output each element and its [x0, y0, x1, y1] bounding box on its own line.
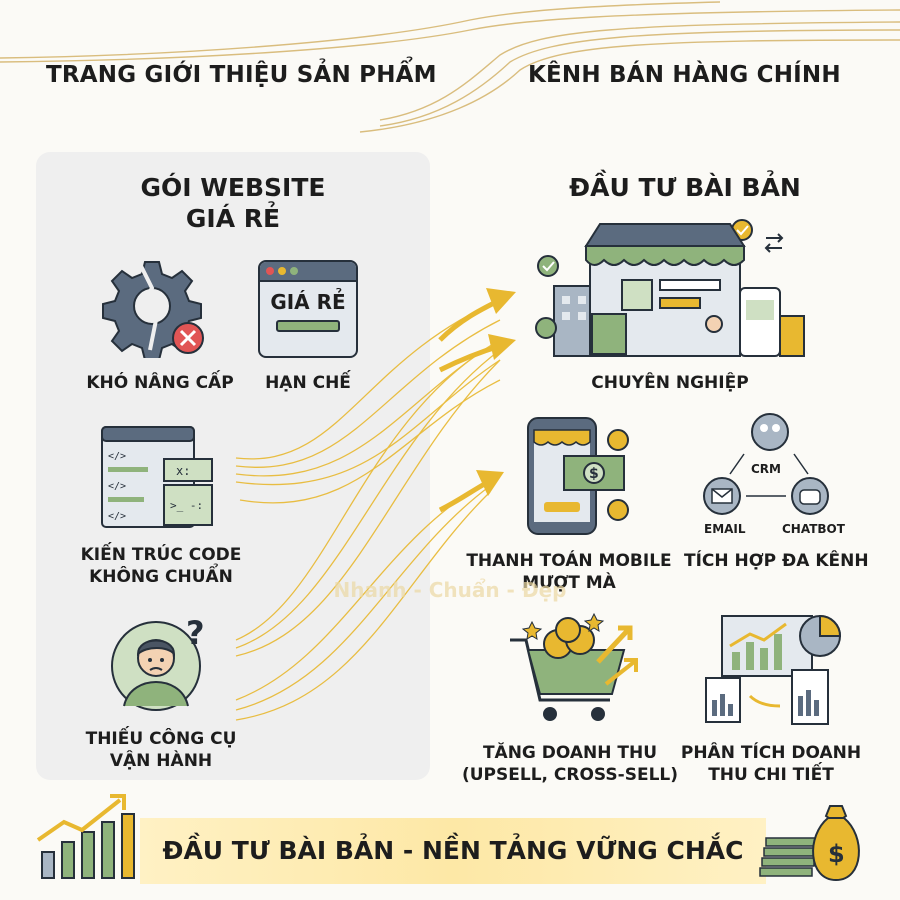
- svg-text:</>: </>: [108, 451, 126, 462]
- svg-text:</>: </>: [108, 511, 126, 522]
- header-right-title: KÊNH BÁN HÀNG CHÍNH: [528, 62, 841, 88]
- label-phan-tich-line2: THU CHI TIẾT: [708, 765, 834, 785]
- confused-person-icon: ?: [111, 614, 205, 711]
- broken-gear-icon: [102, 261, 204, 358]
- svg-text:$: $: [589, 466, 599, 482]
- node-crm: CRM: [751, 462, 781, 476]
- label-kien-truc-code-line1: KIẾN TRÚC CODE: [80, 545, 242, 565]
- node-email: EMAIL: [704, 522, 746, 536]
- label-phan-tich-doanh-thu: PHÂN TÍCH DOANH THU CHI TIẾT: [676, 742, 866, 786]
- label-thanh-toan-mobile: THANH TOÁN MOBILE MƯỢT MÀ: [464, 550, 674, 594]
- cheap-website-title-line2: GIÁ RẺ: [185, 204, 281, 233]
- mobile-payment-icon: $: [527, 417, 629, 535]
- svg-text:x:: x:: [176, 464, 190, 478]
- label-kien-truc-code: KIẾN TRÚC CODE KHÔNG CHUẨN: [56, 544, 266, 588]
- label-thanh-toan-line2: MƯỢT MÀ: [522, 573, 616, 593]
- label-kien-truc-code-line2: KHÔNG CHUẨN: [89, 567, 233, 587]
- svg-text:?: ?: [186, 614, 205, 652]
- money-bag-icon: $: [759, 805, 860, 882]
- header-swirl-decoration: [0, 1, 900, 133]
- svg-text:>_ -:: >_ -:: [170, 499, 203, 512]
- svg-text:$: $: [828, 840, 845, 868]
- cheap-browser-icon: GIÁ RẺ: [258, 260, 358, 358]
- label-thanh-toan-line1: THANH TOÁN MOBILE: [466, 551, 672, 571]
- code-window-icon: </> </> </> x: >_ -:: [101, 426, 213, 528]
- cheap-website-title-line1: GÓI WEBSITE: [140, 173, 326, 202]
- bottom-banner-text: ĐẦU TƯ BÀI BẢN - NỀN TẢNG VỮNG CHẮC: [162, 836, 744, 865]
- label-han-che: HẠN CHẾ: [265, 373, 351, 393]
- shopping-cart-icon: [510, 612, 638, 721]
- svg-text:</>: </>: [108, 481, 126, 492]
- label-tang-doanh-thu-line2: (UPSELL, CROSS-SELL): [461, 765, 679, 785]
- node-chatbot: CHATBOT: [782, 522, 845, 536]
- cheap-price-text: GIÁ RẺ: [270, 290, 346, 314]
- watermark-tagline: Nhanh - Chuẩn - Đẹp: [333, 578, 567, 602]
- label-thieu-cong-cu-line2: VẬN HÀNH: [109, 751, 213, 771]
- online-store-icon: [535, 219, 805, 357]
- label-tang-doanh-thu-line1: TĂNG DOANH THU: [482, 743, 658, 763]
- analytics-icon: [705, 614, 842, 725]
- growth-chart-icon: [36, 794, 135, 879]
- invest-title: ĐẦU TƯ BÀI BẢN: [569, 173, 801, 202]
- cheap-website-title: GÓI WEBSITE GIÁ RẺ: [36, 172, 430, 234]
- label-phan-tich-line1: PHÂN TÍCH DOANH: [680, 743, 862, 763]
- multichannel-icon: [703, 413, 829, 515]
- label-tich-hop-da-kenh: TÍCH HỢP ĐA KÊNH: [684, 551, 869, 571]
- label-chuyen-nghiep: CHUYÊN NGHIỆP: [591, 373, 749, 393]
- header-left-title: TRANG GIỚI THIỆU SẢN PHẨM: [46, 62, 437, 88]
- label-tang-doanh-thu: TĂNG DOANH THU (UPSELL, CROSS-SELL): [460, 742, 680, 786]
- label-thieu-cong-cu-line1: THIẾU CÔNG CỤ: [85, 729, 237, 749]
- bottom-banner: ĐẦU TƯ BÀI BẢN - NỀN TẢNG VỮNG CHẮC: [140, 818, 766, 884]
- label-kho-nang-cap: KHÓ NÂNG CẤP: [86, 373, 234, 393]
- label-thieu-cong-cu: THIẾU CÔNG CỤ VẬN HÀNH: [56, 728, 266, 772]
